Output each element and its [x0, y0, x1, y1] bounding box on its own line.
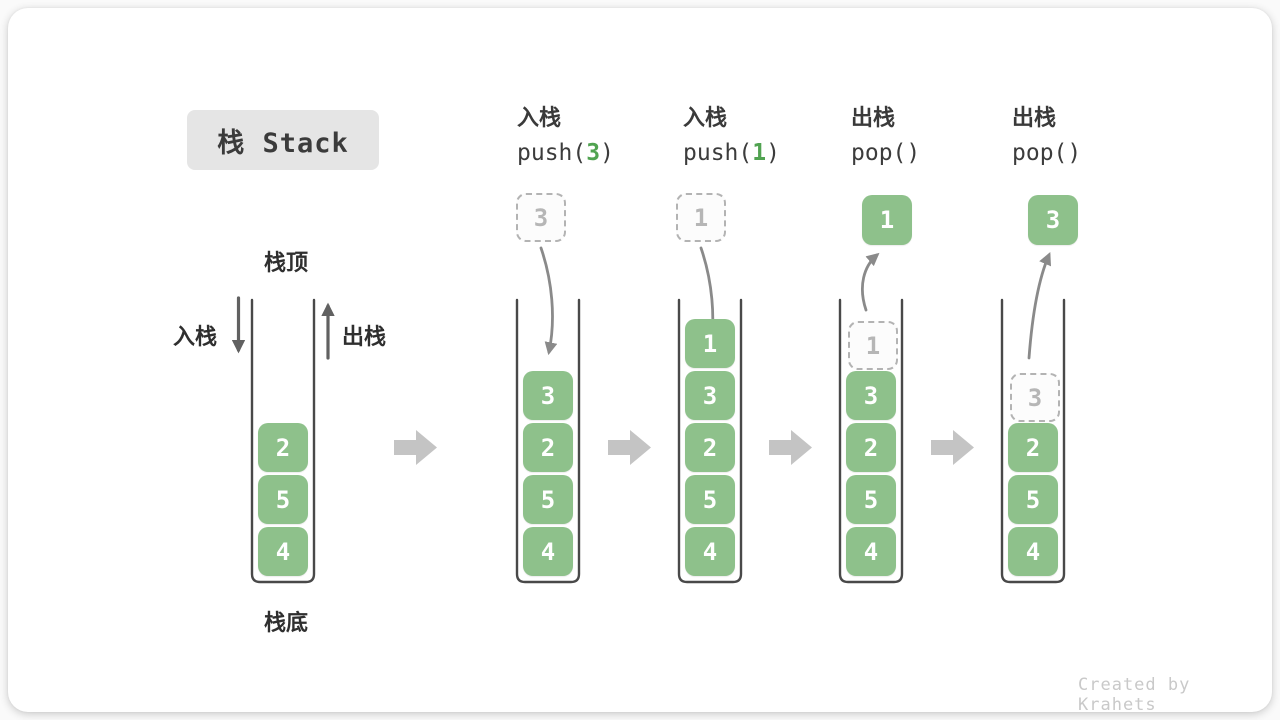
op-header-pop-2: 出栈 pop() — [1012, 106, 1182, 166]
watermark: Created by Krahets — [1078, 675, 1191, 715]
stack1-cell: 4 — [258, 527, 308, 576]
op-label: 出栈 — [1012, 106, 1057, 131]
stack4-ghost-cell: 1 — [848, 321, 898, 370]
stack5-ghost-cell: 3 — [1010, 373, 1060, 422]
diagram-title: 栈 Stack — [187, 110, 379, 170]
stack-top-label: 栈顶 — [263, 251, 308, 276]
stack4-cell: 2 — [846, 423, 896, 472]
stack3-cell: 4 — [685, 527, 735, 576]
op-label: 出栈 — [851, 106, 896, 131]
op-code: push(1) — [683, 140, 780, 166]
stack4-cell: 5 — [846, 475, 896, 524]
op-code: push(3) — [517, 140, 614, 166]
stack4-cell: 4 — [846, 527, 896, 576]
stack4-cell: 3 — [846, 371, 896, 420]
stack5-cell: 5 — [1008, 475, 1058, 524]
stack3-cell: 5 — [685, 475, 735, 524]
stack3-cell: 2 — [685, 423, 735, 472]
push-side-label: 入栈 — [173, 325, 218, 350]
stack-bottom-label: 栈底 — [263, 611, 308, 636]
op-label: 入栈 — [683, 106, 728, 131]
op-header-push-3: 入栈 push(3) — [517, 106, 687, 166]
stack5-cell: 4 — [1008, 527, 1058, 576]
stack5-cell: 2 — [1008, 423, 1058, 472]
op-label: 入栈 — [517, 106, 562, 131]
stack1-cell: 2 — [258, 423, 308, 472]
stack1-cell: 5 — [258, 475, 308, 524]
stack2-cell: 2 — [523, 423, 573, 472]
popped-element-1: 1 — [862, 195, 912, 245]
op-header-pop-1: 出栈 pop() — [851, 106, 1021, 166]
op-code: pop() — [851, 140, 921, 166]
stack2-cell: 3 — [523, 371, 573, 420]
stack3-cell: 3 — [685, 371, 735, 420]
op-code: pop() — [1012, 140, 1082, 166]
stack2-cell: 5 — [523, 475, 573, 524]
incoming-element-1: 1 — [676, 193, 726, 242]
op-code-arg: 3 — [586, 140, 601, 166]
stack2-cell: 4 — [523, 527, 573, 576]
incoming-element-3: 3 — [516, 193, 566, 242]
op-header-push-1: 入栈 push(1) — [683, 106, 853, 166]
op-code-arg: 1 — [752, 140, 767, 166]
popped-element-3: 3 — [1028, 195, 1078, 245]
stack3-cell: 1 — [685, 319, 735, 368]
pop-side-label: 出栈 — [342, 325, 387, 350]
